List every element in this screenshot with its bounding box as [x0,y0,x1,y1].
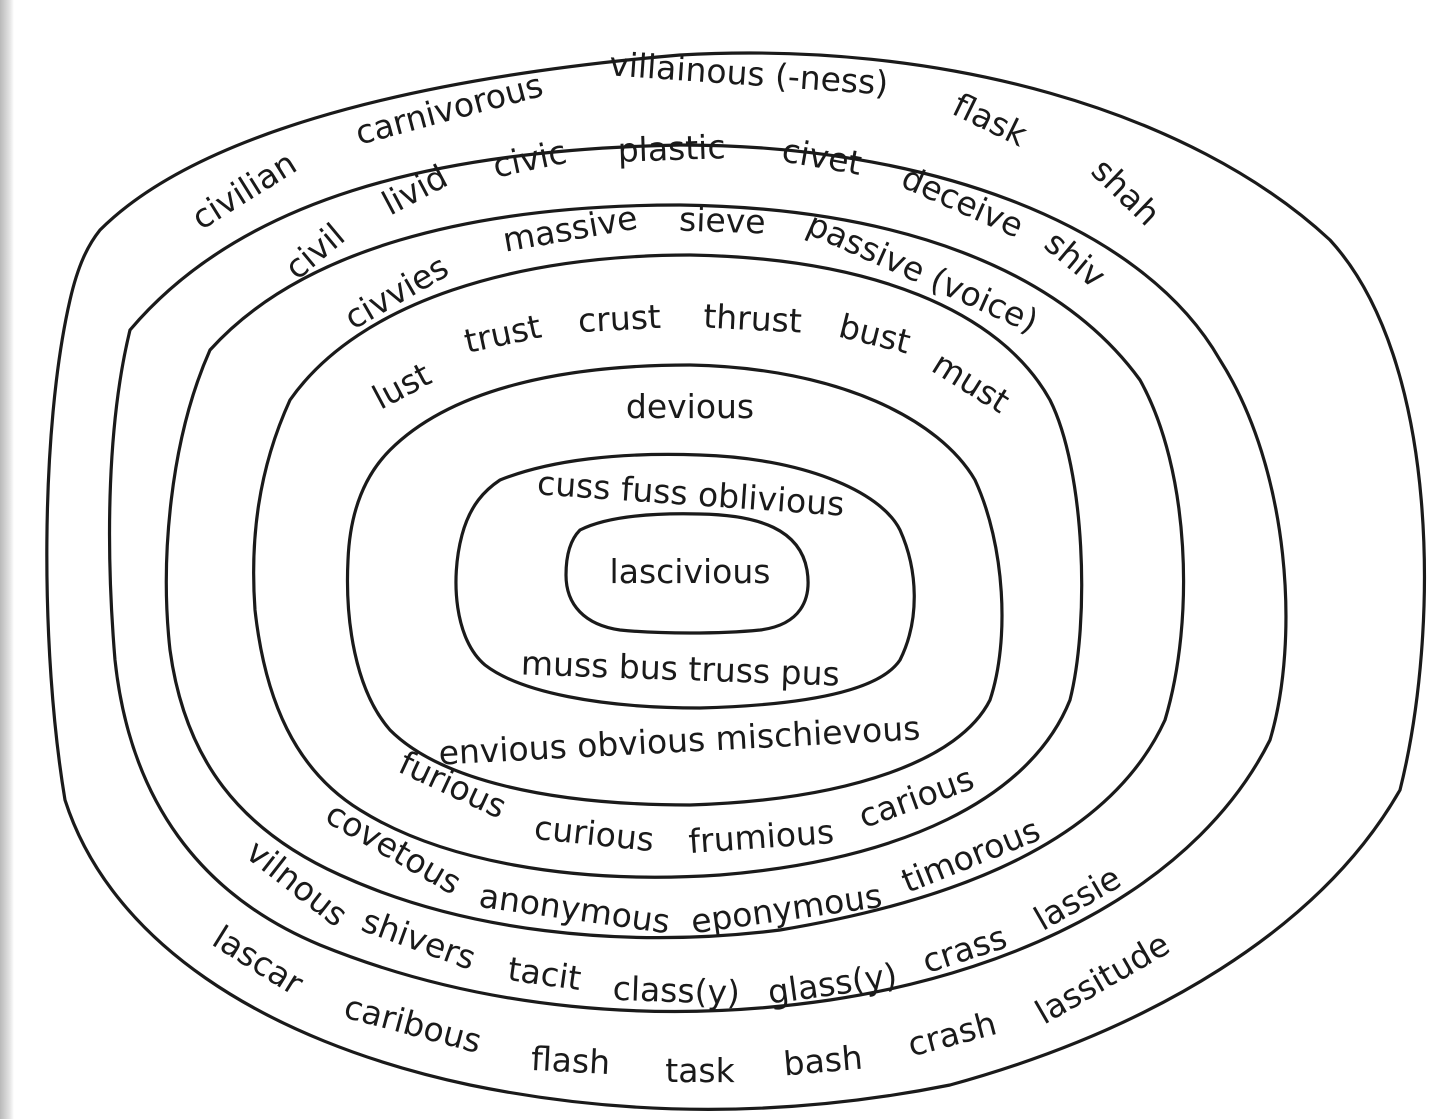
word-massive: massive [500,198,640,260]
word-thrust: thrust [702,296,802,340]
word-tacit: tacit [506,949,584,998]
word-civet: civet [779,131,865,183]
word-villainous-ness: villainous (-ness) [608,44,889,102]
ring-3-outline [345,363,1004,807]
word-flask: flask [947,85,1034,154]
word-devious: devious [626,387,754,426]
word-shiv: shiv [1037,223,1113,296]
word-classy: class(y) [612,969,740,1012]
word-sieve: sieve [678,200,766,242]
word-vilnous: vilnous [239,832,355,935]
word-civil: civil [277,215,352,287]
word-glassy: glass(y) [765,955,899,1012]
word-civvies: civvies [338,247,455,337]
word-lassitude: lassitude [1028,924,1176,1032]
word-muss-bus-truss-pus: muss bus truss pus [520,643,840,693]
ring-2-outline [454,452,916,710]
word-civic: civic [489,132,570,186]
word-carious: carious [853,758,979,835]
ring-4-outline [252,253,1084,879]
ring-1-outline [564,512,810,635]
word-lust: lust [366,354,438,417]
word-curious: curious [532,808,656,859]
word-frumious: frumious [687,812,835,861]
word-bust: bust [835,306,914,361]
word-envious-obvious-mischievous: envious obvious mischievous [438,708,922,772]
word-carnivorous: carnivorous [351,65,547,152]
word-eponymous: eponymous [688,876,884,941]
word-must: must [925,344,1016,421]
word-bash: bash [782,1038,864,1084]
word-flash: flash [530,1039,611,1082]
ring-5-outline [164,203,1186,940]
word-anonymous: anonymous [477,876,673,941]
word-shah: shah [1084,150,1168,233]
word-crust: crust [577,297,662,340]
word-civilian: civilian [185,143,304,237]
word-caribous: caribous [340,987,486,1061]
page-edge-shadow [0,0,14,1119]
word-lassie: lassie [1027,858,1127,938]
word-plastic: plastic [617,127,726,170]
word-crass: crass [917,917,1011,981]
word-deceive: deceive [896,158,1029,246]
word-task: task [665,1051,735,1090]
ring-7-outline [45,51,1426,1112]
word-lascivious: lascivious [610,552,771,591]
word-trust: trust [461,307,545,361]
ring-6-outline [107,143,1288,1014]
word-crash: crash [903,1003,1000,1064]
